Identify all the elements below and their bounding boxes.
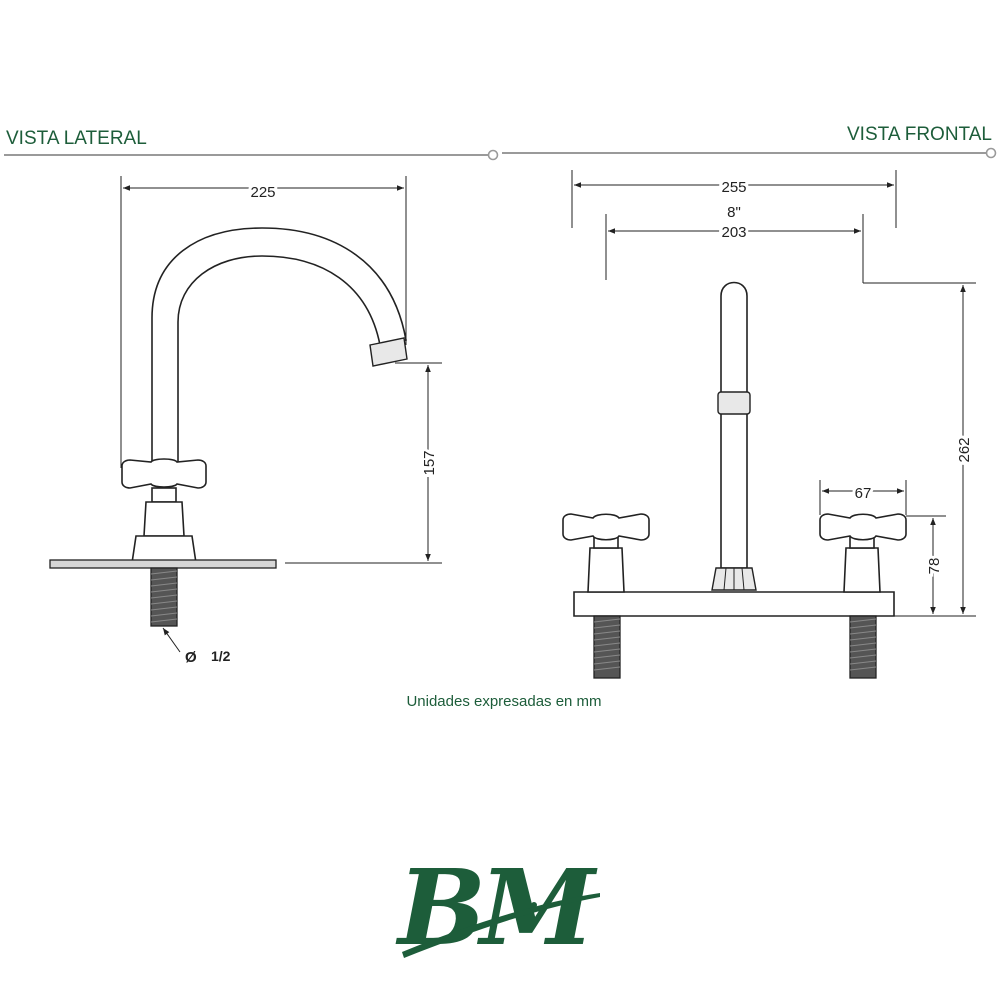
frontal-spout [720,281,748,569]
frontal-spout-collar [717,391,751,415]
diameter-value: 1/2 [211,648,231,664]
lateral-deck-plate [49,559,277,569]
dimension-lateral-height-label: 157 [421,450,438,475]
bm-logo: BM [395,846,604,969]
frontal-right-valve-body [843,547,881,593]
lateral-cross-handle [121,458,207,489]
dimension-frontal-spacing-inch: 8" [727,204,741,221]
header-vista-lateral: VISTA LATERAL [6,128,147,149]
frontal-left-cross-handle [562,513,650,541]
lateral-valve-body [143,501,185,537]
frontal-right-cross-handle [819,513,907,541]
dimension-handle-height-label: 78 [926,558,943,575]
header-vista-frontal: VISTA FRONTAL [847,124,992,145]
bm-logo-swoosh [402,893,600,958]
frontal-base [573,591,895,617]
bm-logo-text: BM [395,846,598,969]
dimension-lateral-width-label: 225 [250,184,275,201]
diameter-symbol: Ø [185,649,197,666]
dimension-frontal-height-label: 262 [956,437,973,462]
frontal-view: 255 8" 203 262 67 78 [562,170,976,679]
units-note: Unidades expresadas en mm [406,693,601,710]
dimension-handle-width-label: 67 [855,485,872,502]
header-rule-end-frontal [985,147,997,159]
dimension-frontal-width-label: 255 [721,179,746,196]
lateral-spout [151,227,407,473]
lateral-aerator [369,337,408,367]
header-rule-end-lateral [487,149,499,161]
frontal-left-valve-body [587,547,625,593]
dimension-frontal-spacing-mm: 203 [721,224,746,241]
lateral-view: 225 157 Ø 1/2 [49,176,442,666]
